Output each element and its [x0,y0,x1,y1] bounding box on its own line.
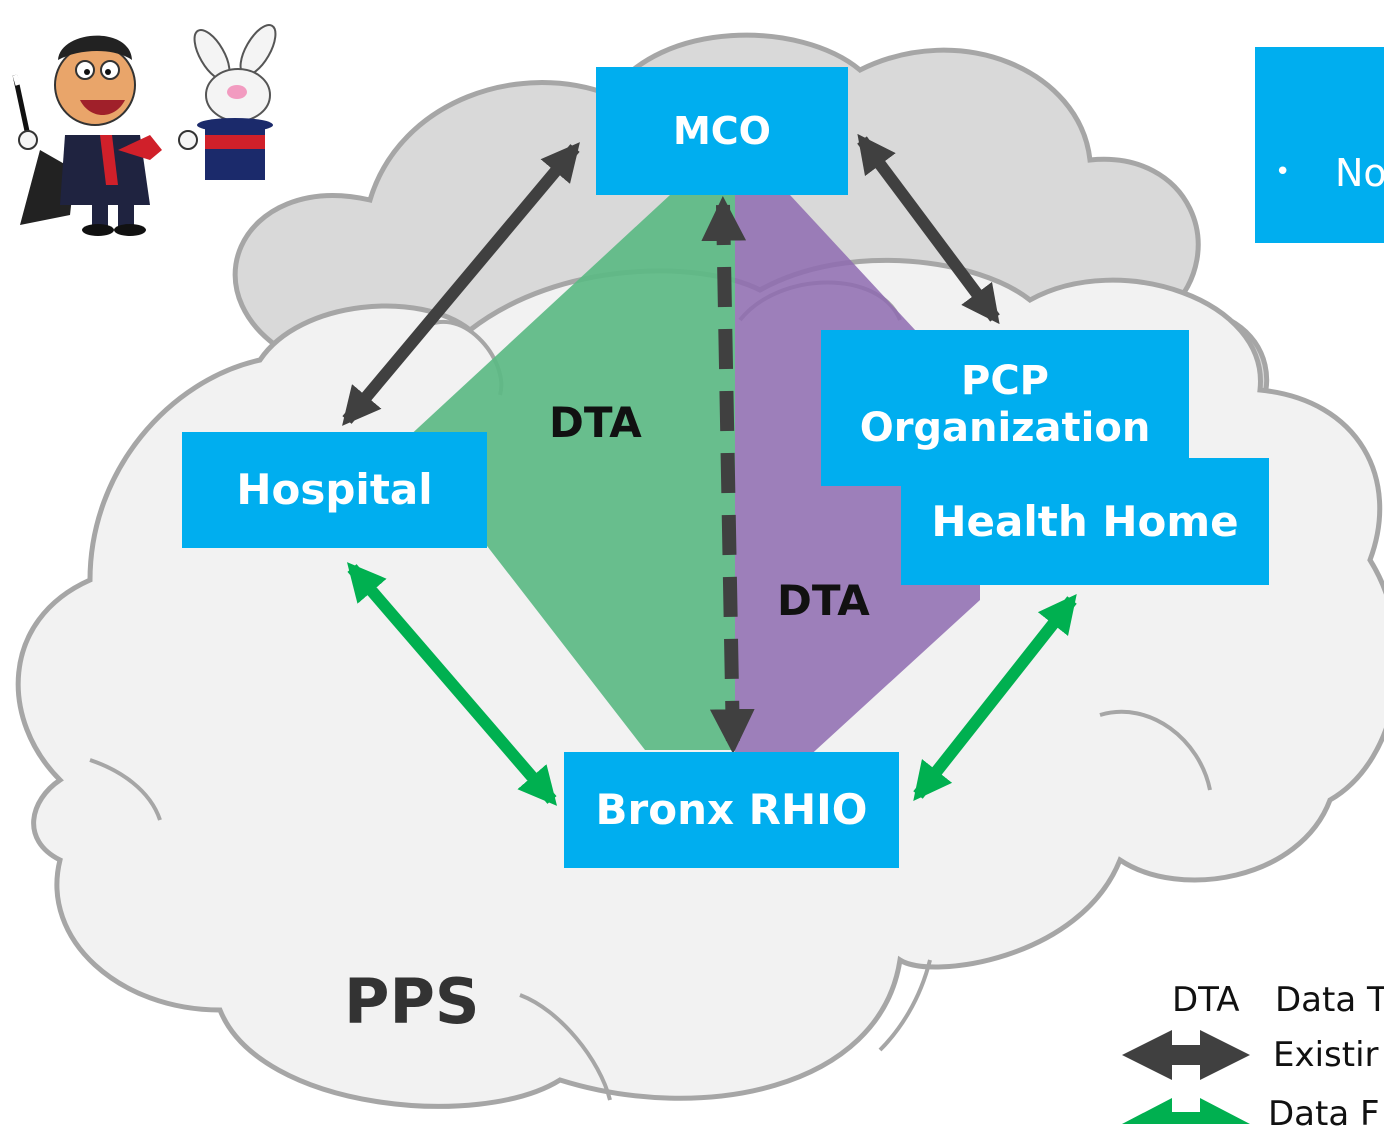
node-mco: MCO [596,67,848,195]
node-pcp-label-line1: PCP [961,358,1049,404]
node-hospital-label: Hospital [236,465,433,515]
cloud-arc [878,959,932,1052]
existing-arrow-mco-pcp [857,133,1000,325]
legend-existing-label: Existir [1273,1035,1379,1075]
dashed-arrow-mco-rhio [701,196,755,754]
legend-existing-arrow-icon [1122,1030,1250,1080]
legend-data-arrow-icon [1122,1098,1250,1124]
cloud-arc [89,758,162,821]
note-text: No [1335,151,1384,195]
dta-label-right: DTA [777,576,870,625]
data-arrow-hospital-rhio [346,562,558,806]
cloud-arc [519,993,612,1101]
cloud-arc [1099,709,1212,791]
rabbit-hat-icon [193,24,277,180]
magician-icon [12,35,198,236]
existing-arrow-mco-hospital [342,142,580,426]
note-box: • No [1255,47,1384,243]
node-hospital: Hospital [182,432,487,548]
node-bronx-rhio: Bronx RHIO [564,752,899,868]
legend-data-label: Data F [1268,1094,1380,1134]
note-bullet: • [1275,157,1291,187]
node-pcp-label-line2: Organization [859,405,1151,452]
dta-region-green [405,195,735,750]
node-health-home-label: Health Home [931,496,1239,546]
legend-dta-desc: Data T [1275,980,1384,1020]
pps-label: PPS [344,965,480,1038]
dta-label-left: DTA [549,398,642,447]
node-mco-label: MCO [672,108,771,153]
data-arrow-healthhome-rhio [913,593,1077,802]
node-health-home: Health Home [901,458,1269,585]
node-bronx-rhio-label: Bronx RHIO [595,785,868,835]
legend-dta-abbrev: DTA [1172,980,1240,1020]
